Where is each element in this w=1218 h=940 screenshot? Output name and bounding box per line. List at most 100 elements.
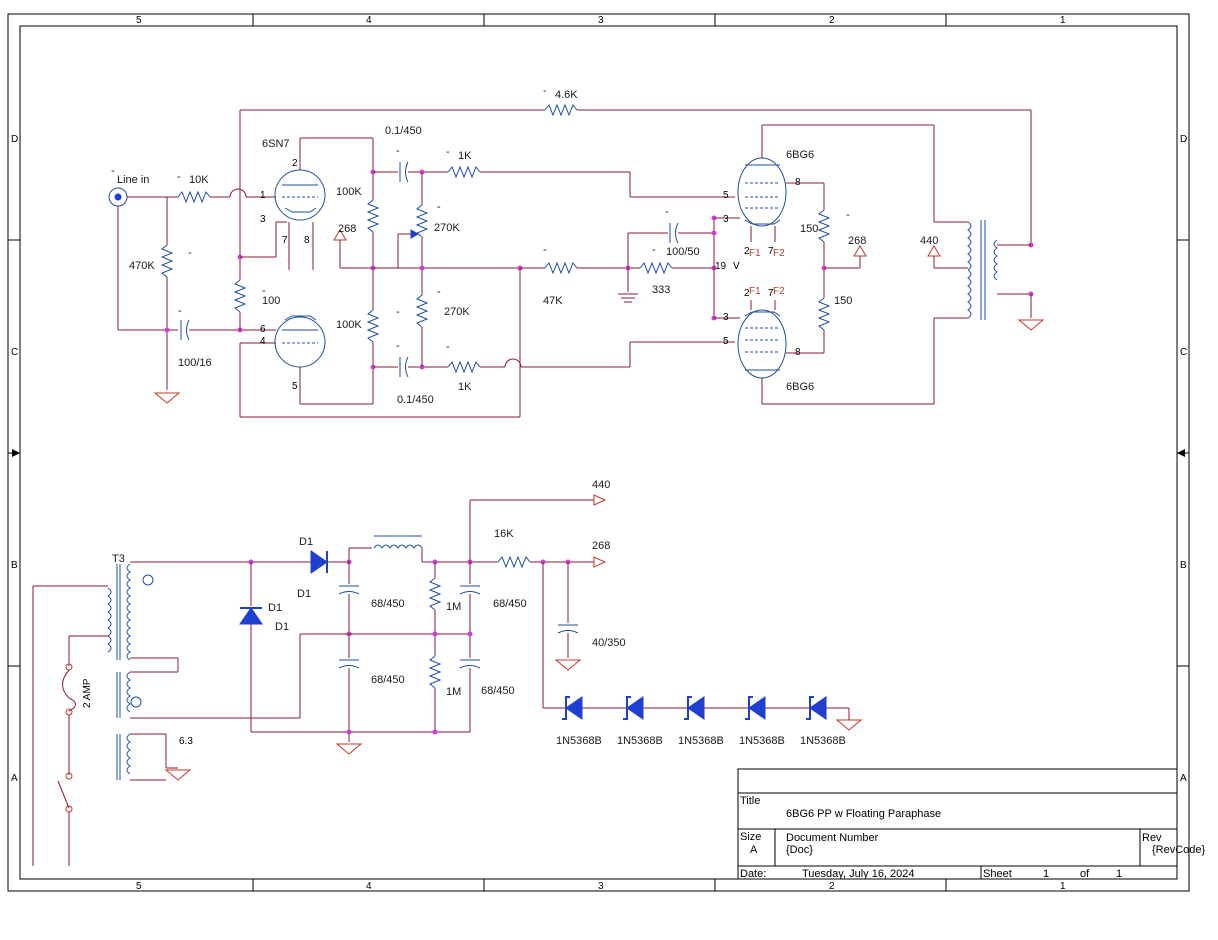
row-label-left-b: B — [11, 560, 18, 571]
resistor-100k-bottom — [366, 309, 380, 343]
zener-diode-4 — [745, 696, 766, 720]
size-value: A — [750, 844, 758, 856]
sheet-label: Sheet — [983, 868, 1012, 880]
row-label-right-b: B — [1180, 560, 1187, 571]
switch-terminal-top — [65, 772, 73, 780]
tube-6sn7-label: 6SN7 — [262, 138, 290, 150]
svg-text:-: - — [188, 247, 192, 259]
tube-6sn7-top[interactable] — [274, 169, 326, 221]
col-label-bot-4: 4 — [366, 881, 372, 892]
resistor-16k-label: 16K — [494, 528, 514, 540]
heater-f2-bottom: F2 — [773, 286, 785, 297]
power-switch[interactable] — [57, 780, 70, 809]
capacitor-0-1-bottom-label: 0.1/450 — [397, 394, 434, 406]
svg-text:5: 5 — [723, 190, 729, 201]
row-label-right-c: C — [1180, 347, 1187, 358]
svg-text:-: - — [543, 85, 547, 97]
drawing-title: 6BG6 PP w Floating Paraphase — [786, 808, 941, 820]
svg-text:1: 1 — [260, 190, 266, 201]
title-label: Title — [740, 795, 760, 807]
svg-text:-: - — [652, 244, 656, 256]
tube-6bg6-top[interactable] — [737, 157, 787, 227]
svg-text:2: 2 — [292, 158, 298, 169]
size-label: Size — [740, 831, 761, 843]
svg-text:-: - — [177, 171, 181, 183]
date-label: Date: — [740, 868, 766, 880]
capacitor-100-50-label: 100/50 — [666, 246, 700, 258]
resistor-150-bottom-label: 150 — [834, 295, 852, 307]
resistor-333-label: 333 — [652, 284, 670, 296]
diode-d1-label-d: D1 — [297, 588, 311, 600]
svg-text:-: - — [262, 285, 266, 297]
v440-ref: 440 — [920, 235, 938, 247]
of-value: 1 — [1116, 868, 1122, 880]
svg-text:7: 7 — [768, 288, 774, 299]
output-transformer[interactable] — [967, 220, 998, 320]
date-value: Tuesday, July 16, 2024 — [802, 868, 915, 880]
resistor-333 — [639, 261, 673, 275]
dash-mark: - — [111, 165, 115, 177]
zener-diode-1-label: 1N5368B — [556, 735, 602, 747]
row-label-right-d: D — [1180, 134, 1187, 145]
document-number-label: Document Number — [786, 832, 879, 844]
power-transformer-t3[interactable] — [107, 563, 154, 780]
fuse-label: 2 AMP — [82, 678, 93, 708]
svg-text:-: - — [446, 341, 450, 353]
resistor-470k — [160, 244, 174, 278]
resistor-100 — [233, 279, 247, 313]
potentiometer-270k[interactable] — [415, 204, 429, 238]
potentiometer-270k-label: 270K — [434, 222, 460, 234]
diode-d1-horizontal — [310, 550, 328, 574]
svg-text:7: 7 — [282, 235, 288, 246]
rev-value: {RevCode} — [1152, 844, 1206, 856]
document-number-value: {Doc} — [786, 844, 813, 856]
line-in-connector[interactable] — [108, 187, 128, 207]
drawing-frame: 5 4 3 2 1 5 4 3 2 1 D C B A D C B A — [7, 13, 1190, 892]
fuse[interactable] — [62, 669, 76, 712]
heater-f1-bottom: F1 — [749, 286, 761, 297]
tube-6sn7-bottom[interactable] — [274, 315, 326, 368]
line-in-label: Line in — [117, 174, 149, 186]
resistor-1m-a-label: 1M — [446, 601, 461, 613]
svg-text:-: - — [396, 306, 400, 318]
zener-diode-5 — [806, 696, 827, 720]
zener-diode-3-label: 1N5368B — [678, 735, 724, 747]
resistor-47k-label: 47K — [543, 295, 563, 307]
col-label-bot-5: 5 — [136, 881, 142, 892]
resistor-100k-top-label: 100K — [336, 186, 362, 198]
svg-text:-: - — [437, 201, 441, 213]
tube-6bg6-bottom[interactable] — [737, 309, 787, 379]
resistor-47k — [544, 261, 578, 275]
resistor-470k-label: 470K — [129, 260, 155, 272]
capacitor-0-1-top-label: 0.1/450 — [385, 125, 422, 137]
resistor-270k — [415, 294, 429, 328]
row-label-left-a: A — [11, 773, 18, 784]
svg-text:2: 2 — [744, 288, 750, 299]
svg-text:-: - — [446, 146, 450, 158]
resistor-4-6k — [544, 103, 578, 117]
heater-voltage-label: 6.3 — [179, 736, 193, 747]
resistor-1m-b-label: 1M — [446, 686, 461, 698]
svg-text:-: - — [846, 209, 850, 221]
col-label-bot-2: 2 — [829, 881, 835, 892]
zener-diode-3 — [684, 696, 705, 720]
filter-choke — [373, 535, 423, 549]
svg-text:V: V — [733, 261, 740, 272]
col-label-top-3: 3 — [598, 15, 604, 26]
v268-ref-right: 268 — [848, 235, 866, 247]
svg-text:5: 5 — [292, 381, 298, 392]
resistor-1k-top — [447, 165, 481, 179]
power-supply-section: 2 AMP T3 6.3 — [32, 479, 863, 866]
of-label: of — [1080, 868, 1090, 880]
resistor-4-6k-label: 4.6K — [555, 89, 578, 101]
col-label-top-2: 2 — [829, 15, 835, 26]
row-label-left-d: D — [11, 134, 18, 145]
svg-text:-: - — [665, 206, 669, 218]
svg-text:3: 3 — [723, 214, 729, 225]
capacitor-68-450-a-label: 68/450 — [371, 598, 405, 610]
svg-text:5: 5 — [723, 336, 729, 347]
zener-diode-1 — [562, 696, 583, 720]
resistor-100-label: 100 — [262, 295, 280, 307]
col-label-bot-1: 1 — [1060, 881, 1066, 892]
